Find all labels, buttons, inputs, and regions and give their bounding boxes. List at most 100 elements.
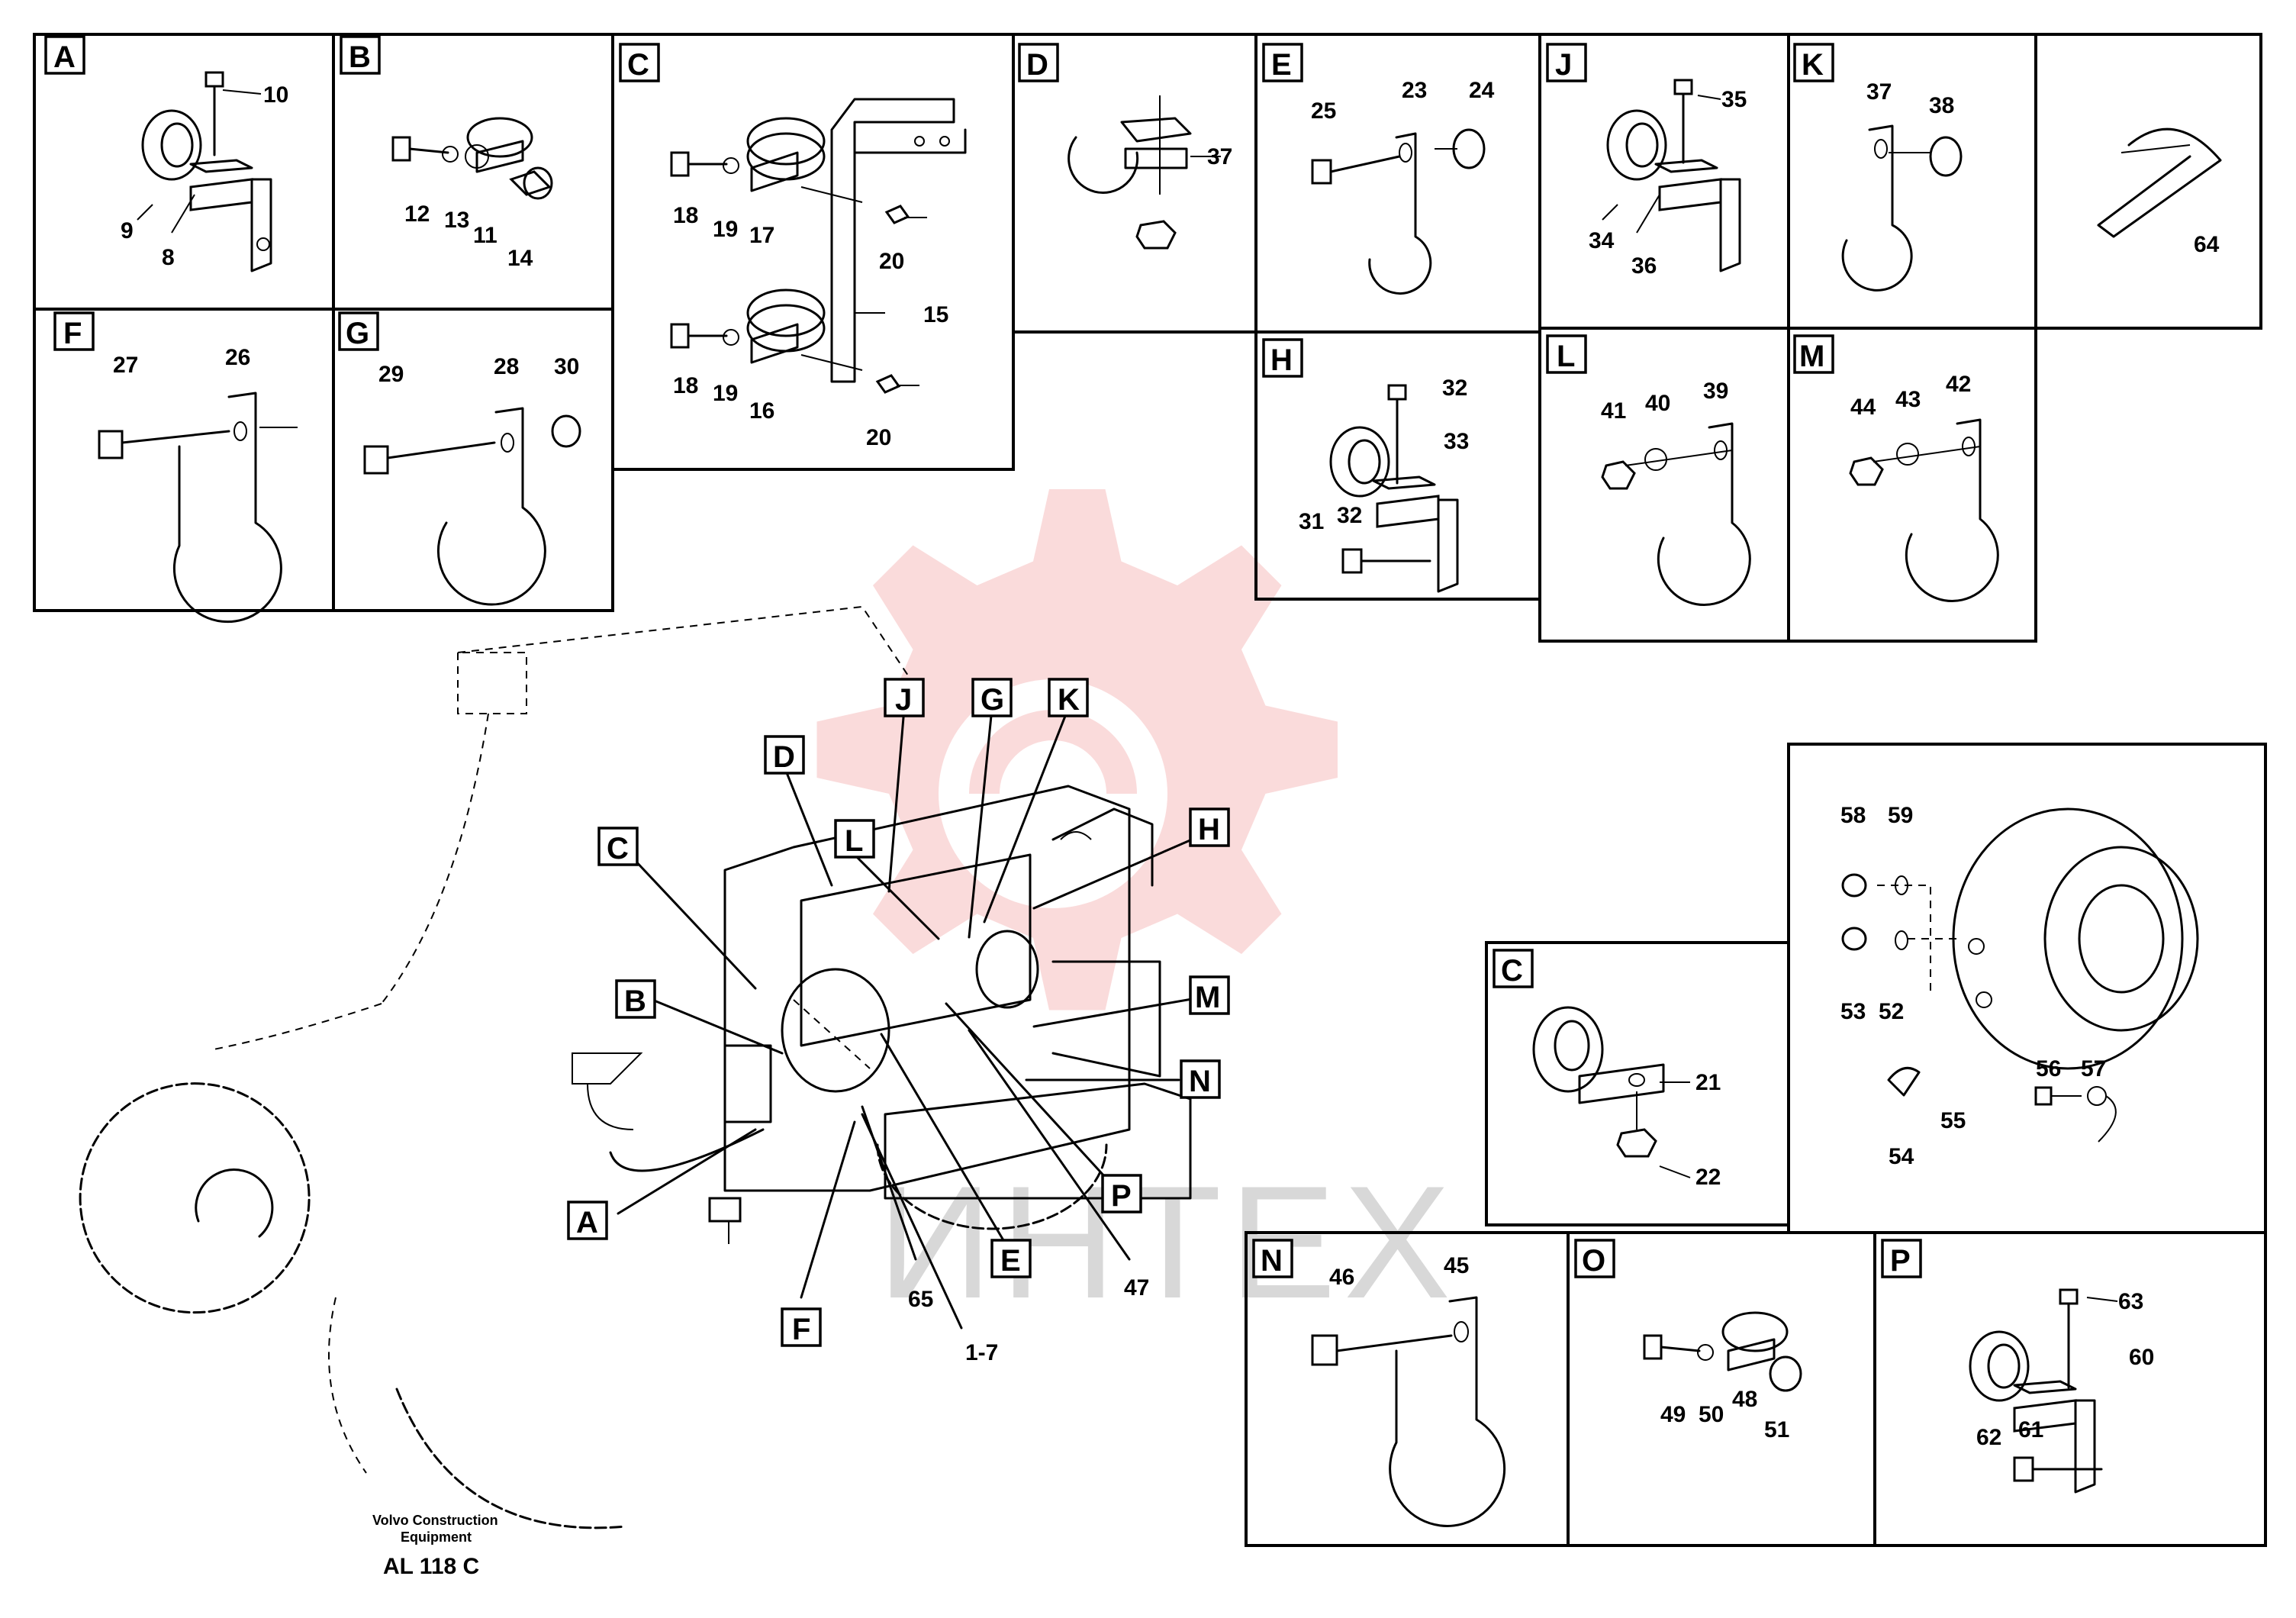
part-number: 38 <box>1929 93 1954 118</box>
watermark-text: ИНТЕХ <box>878 1152 1458 1332</box>
callout-c: C <box>607 832 629 865</box>
part-number: 23 <box>1402 78 1427 103</box>
part-number: 15 <box>923 302 948 327</box>
part-number: 24 <box>1469 78 1495 103</box>
panel-label-b: B <box>349 40 371 74</box>
part-number: 49 <box>1660 1402 1686 1427</box>
panel-label-p: P <box>1890 1244 1911 1278</box>
callout-l: L <box>845 824 863 858</box>
maker-line-1: Volvo Construction <box>372 1513 498 1528</box>
part-number: 37 <box>1207 144 1232 169</box>
panel-label-k: K <box>1802 48 1824 82</box>
callout-k: K <box>1058 683 1080 717</box>
part-numbers: 10 9 8 12 13 11 14 18 19 17 20 15 18 19 … <box>113 78 2220 1450</box>
part-number: 22 <box>1695 1165 1721 1190</box>
callout-number-65: 65 <box>908 1287 933 1312</box>
panel-label-h: H <box>1270 343 1293 377</box>
clamp-o-drawing <box>1643 1311 1802 1392</box>
watermark-logo <box>816 489 1338 1010</box>
part-number: 8 <box>162 245 175 270</box>
part-number: 42 <box>1946 372 1971 397</box>
clamp-m-drawing <box>1849 418 1999 602</box>
clamp-k-drawing <box>1841 124 1963 292</box>
alternator-drawing <box>1841 807 2199 1143</box>
part-leaders <box>1190 95 2118 1302</box>
clamp-a-drawing <box>137 71 272 272</box>
panel-letter-boxes: A B C D E J K F G H L M C N O P <box>44 35 1922 1278</box>
callout-g: G <box>981 683 1004 717</box>
panel-label-g: G <box>346 317 369 350</box>
part-number: 48 <box>1732 1387 1757 1412</box>
part-number: 20 <box>866 425 891 450</box>
part-number: 9 <box>121 218 134 243</box>
panel-label-m: M <box>1799 340 1824 373</box>
part-number: 60 <box>2129 1345 2154 1370</box>
clamp-b-drawing <box>391 117 553 200</box>
part-number: 50 <box>1699 1402 1724 1427</box>
clamp-c2-drawing <box>1532 1006 1665 1158</box>
callout-a: A <box>576 1206 598 1239</box>
cable-tie-drawing <box>2097 127 2222 238</box>
callout-leaders <box>617 707 1211 1330</box>
callout-e: E <box>1000 1244 1021 1278</box>
panel-label-f: F <box>63 317 82 350</box>
panel-label-c: C <box>627 48 649 82</box>
part-number: 54 <box>1889 1144 1914 1169</box>
part-number: 17 <box>749 223 774 248</box>
part-number: 30 <box>554 354 579 379</box>
callout-b: B <box>624 985 646 1018</box>
callout-d: D <box>773 740 795 774</box>
callout-h: H <box>1198 813 1220 846</box>
part-number: 63 <box>2118 1289 2143 1314</box>
part-number: 10 <box>263 82 288 108</box>
part-number: 11 <box>473 223 498 248</box>
clamp-d-drawing <box>1067 95 1221 250</box>
part-number: 39 <box>1703 379 1728 404</box>
part-number: 59 <box>1888 803 1913 828</box>
panel-label-n: N <box>1261 1244 1283 1278</box>
clamp-l-drawing <box>1601 422 1751 606</box>
part-number: 14 <box>507 246 533 271</box>
panel-label-e: E <box>1271 48 1292 82</box>
drawing-code: AL 118 C <box>383 1554 479 1579</box>
clamp-j-drawing <box>1602 79 1741 272</box>
part-number: 61 <box>2018 1417 2043 1442</box>
part-number: 29 <box>378 362 404 387</box>
part-number: 25 <box>1311 98 1336 124</box>
maker-line-2: Equipment <box>401 1529 472 1545</box>
part-number: 35 <box>1721 87 1747 112</box>
part-number: 26 <box>225 345 250 370</box>
clamp-g-drawing <box>363 407 581 606</box>
panel-label-j: J <box>1555 48 1572 82</box>
part-number: 33 <box>1444 429 1469 454</box>
callout-number-47: 47 <box>1124 1275 1149 1301</box>
part-number: 62 <box>1976 1425 2001 1450</box>
panel-label-d: D <box>1026 48 1048 82</box>
part-number: 19 <box>713 217 738 242</box>
part-number: 32 <box>1337 503 1362 528</box>
part-number: 13 <box>444 208 469 233</box>
part-number: 55 <box>1940 1108 1966 1133</box>
machine-callouts: J G K D H L C M B N P A E F <box>567 678 1230 1347</box>
part-number: 45 <box>1444 1253 1469 1278</box>
part-number: 20 <box>879 249 904 274</box>
clamp-e-drawing <box>1311 128 1486 295</box>
panel-label-o: O <box>1582 1244 1605 1278</box>
clamp-h-drawing <box>1329 384 1459 593</box>
part-number: 41 <box>1601 398 1626 424</box>
callout-p: P <box>1111 1179 1132 1213</box>
panel-label-a: A <box>53 40 76 74</box>
part-number: 21 <box>1695 1070 1721 1095</box>
clamp-f-drawing <box>98 392 298 624</box>
panel-frames <box>33 33 2267 1547</box>
callout-n: N <box>1189 1065 1211 1098</box>
part-number: 36 <box>1631 253 1657 279</box>
part-number: 64 <box>2194 232 2220 257</box>
part-number: 28 <box>494 354 519 379</box>
part-number: 12 <box>404 201 430 227</box>
part-number: 44 <box>1850 395 1876 420</box>
callout-j: J <box>895 683 912 717</box>
part-number: 56 <box>2036 1056 2061 1081</box>
